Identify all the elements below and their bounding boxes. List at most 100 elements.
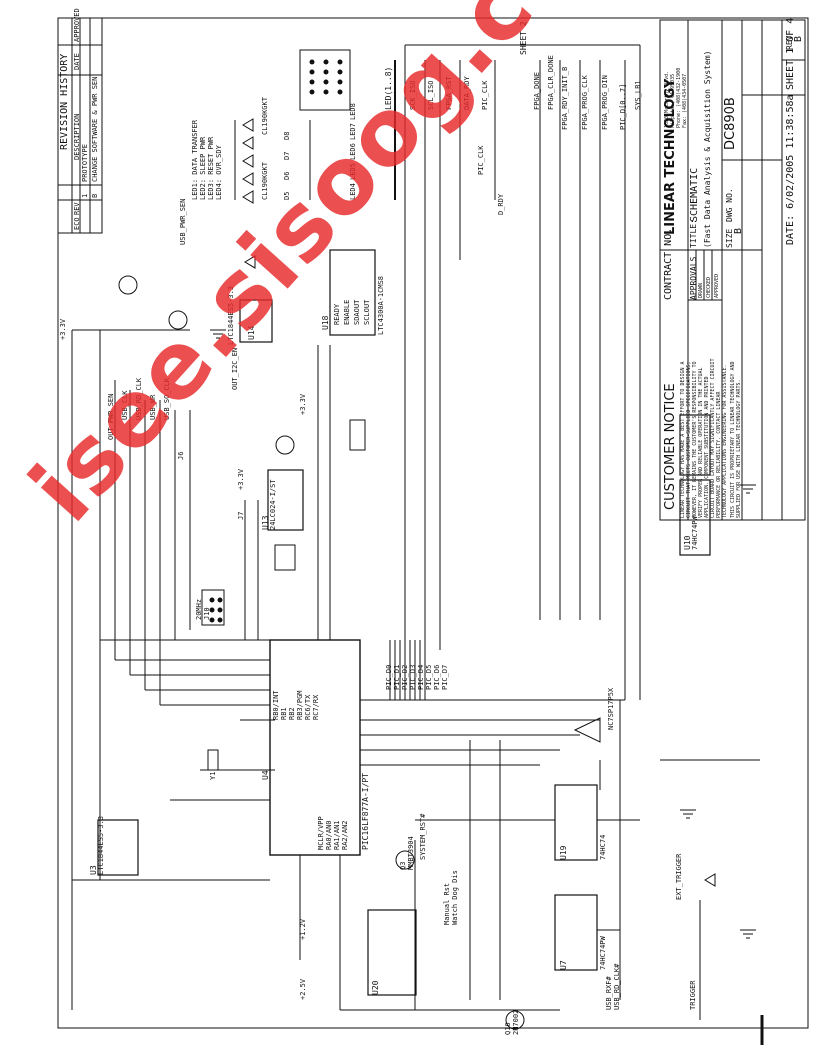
contract-no-label: CONTRACT NO.	[663, 227, 674, 300]
label-1v2: +1.2V	[299, 918, 307, 940]
label-ext-trigger: EXT_TRIGGER	[675, 853, 683, 900]
u4-pin-ra0: RA0/AN0	[325, 820, 333, 850]
net-fpga-done: FPGA_DONE	[533, 72, 541, 110]
u10-body	[679, 479, 711, 556]
approvals-checked: CHECKED	[706, 276, 712, 298]
pic-prog-j6	[201, 589, 225, 626]
u13-part: 24LC024-I/ST	[269, 479, 277, 530]
label-usb-rd-clk: USB_RD_CLK#	[613, 963, 621, 1010]
u18-pin-sdaout: SDAOUT	[353, 299, 361, 325]
note-ra4: J7	[237, 511, 245, 520]
approvals-label: APPROVALS	[689, 256, 698, 300]
pic-d3: PIC_D3	[409, 664, 417, 690]
transistor-q1	[168, 310, 188, 330]
u3-part: LTC1844ES5-3.3	[97, 815, 105, 875]
label-3v3-mid: +3.3V	[237, 468, 245, 490]
revision-history-title: REVISION HISTORY	[59, 53, 70, 150]
label-3v3-u18: +3.3V	[299, 393, 307, 415]
transistor-q4	[275, 435, 295, 455]
u13-body	[267, 469, 304, 531]
comm-con-j7	[349, 419, 366, 451]
dwg-no-label: DWG NO.	[725, 188, 734, 222]
label-q3-part: MMBT3904	[407, 836, 415, 870]
net-fpga-clr-done: FPGA_CLR_DONE	[547, 55, 555, 110]
sheet-border	[57, 17, 809, 1029]
u4-ref: U4	[261, 770, 270, 780]
label-q3: Q3	[399, 861, 407, 870]
u4-pin-mclr: MCLR/VPP	[317, 816, 325, 850]
notice-line-8: TECHNOLOGY APPLICATIONS ENGINEERING FOR …	[722, 364, 728, 518]
size-value: B	[733, 227, 744, 234]
label-y1: Y1	[209, 771, 217, 780]
sheet-number: SHEET 1 OF 4	[785, 17, 796, 90]
led-note-1: LED1: DATA TRANSFER	[191, 119, 199, 200]
u4-pin-ra1: RA1/AN1	[333, 820, 341, 850]
u7-ref: U7	[559, 960, 568, 970]
rev-row1-desc: PROTOTYPE	[81, 144, 89, 182]
rev-header-description: DESCRIPTION	[73, 113, 81, 160]
transistor-q3	[395, 850, 415, 870]
u20-body	[367, 909, 417, 996]
label-2v5: +2.5V	[299, 978, 307, 1000]
transistor-q2	[118, 275, 138, 295]
net-fpga-prog-din: FPGA_PROG_DIN	[601, 75, 609, 130]
u4-pin-rc6: RC6/TX	[304, 694, 312, 720]
u4-pic-body	[269, 639, 361, 856]
u16-body	[679, 414, 711, 476]
drawing-title: SCHEMATIC	[689, 167, 700, 222]
pic-d5: PIC_D5	[425, 664, 433, 690]
title-block	[659, 19, 806, 521]
label-d-rdy: D_RDY	[497, 193, 505, 215]
u19-part: 74HC74	[599, 834, 607, 860]
led-note-3: LED3: RESET PWR	[207, 136, 215, 200]
u4-pin-rb2: RB2	[288, 707, 296, 720]
label-comm-con: J10	[203, 607, 211, 620]
led-part-1: CL190KGKT	[261, 97, 269, 135]
u18-part: LTC4300A-1CMS8	[377, 275, 385, 335]
rev-row1-rev: 1	[81, 193, 89, 198]
pic-d7: PIC_D7	[441, 664, 449, 690]
pic-d1: PIC_D1	[393, 664, 401, 690]
led-note-2: LED2: SLEEP PWR	[199, 136, 207, 200]
pic-d2: PIC_D2	[401, 664, 409, 690]
dwg-no-value: DC890B	[723, 97, 738, 150]
u18-ref: U18	[321, 315, 330, 330]
u18-pin-enable: ENABLE	[343, 299, 351, 325]
label-usb-rxf: USB_RXF#	[605, 976, 613, 1010]
approvals-approved: APPROVED	[714, 273, 720, 298]
rev-row2-rev: B	[91, 193, 99, 198]
rev-header-rev: REV	[73, 202, 81, 215]
rev-header-eco: ECO	[73, 217, 81, 230]
date-value: DATE: 6/02/2005 11:38:58a	[785, 94, 796, 245]
u4-pin-rb1: RB1	[280, 707, 288, 720]
led-d8: D8	[283, 131, 291, 140]
notice-line-10: SUPPLIED FOR USE WITH LINEAR TECHNOLOGY …	[736, 379, 742, 518]
net-sys-lb1: SYS_LB1	[634, 80, 642, 110]
u4-pin-ra2: RA2/AN2	[341, 820, 349, 850]
net-fpga-rdy-init: FPGA_RDY_INIT_B	[561, 66, 569, 130]
net-fpga-prog-clk: FPGA_PROG_CLK	[581, 75, 589, 130]
label-usb-cntl: J6	[177, 451, 185, 460]
net-pic-d-bus: PIC_D[0..7]	[619, 83, 627, 130]
drawing-subtitle: (Fast Data Analysis & Acquisition System…	[703, 50, 712, 248]
u14-body	[239, 299, 273, 343]
u3-body	[97, 819, 139, 876]
comm-con-j8	[299, 49, 351, 111]
u19-ref: U19	[559, 845, 568, 860]
pic-d6: PIC_D6	[433, 664, 441, 690]
u18-pin-ready: READY	[333, 303, 341, 325]
crystal-y1	[207, 749, 219, 771]
rev-header-approved: APPROVED	[73, 8, 81, 42]
u4-part: PIC16LF877A-I/PT	[361, 772, 370, 850]
approvals-drawn: DRAWN	[698, 282, 704, 298]
u19-body	[554, 784, 598, 861]
u18-pin-sclout: SCLOUT	[363, 299, 371, 325]
address-line-4: Fax: (408)434-0507	[682, 73, 688, 128]
net-usb-pwr-sen: USB_PWR_SEN	[179, 198, 187, 245]
label-pic-prog: 20MHz	[195, 598, 203, 620]
label-pic-clk: PIC_CLK	[477, 145, 485, 175]
rev-header-date: DATE	[73, 53, 81, 70]
jumper-j10	[274, 544, 296, 571]
